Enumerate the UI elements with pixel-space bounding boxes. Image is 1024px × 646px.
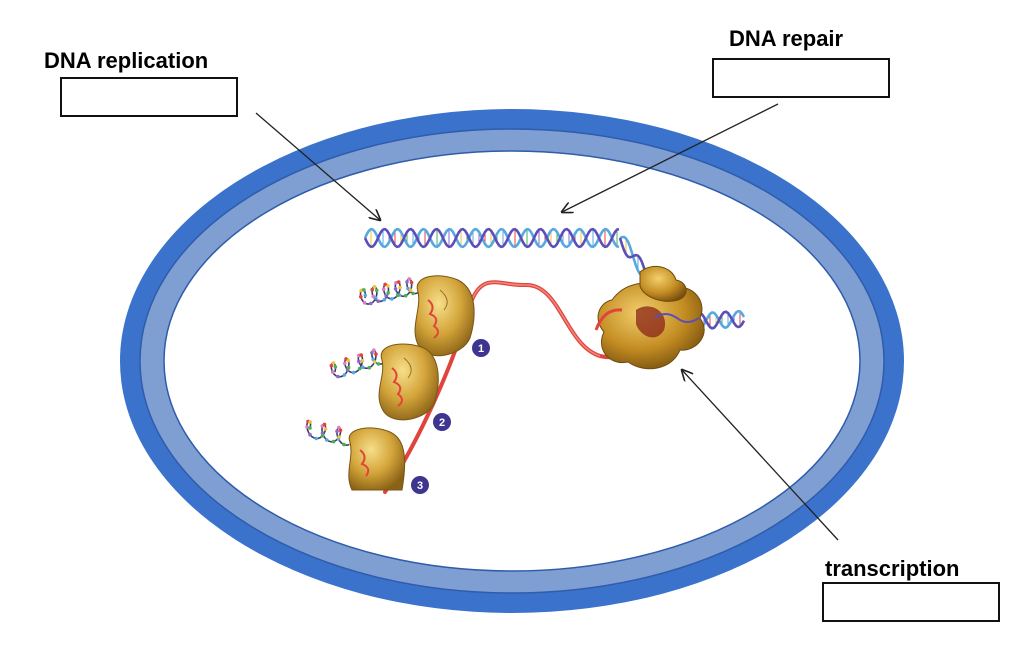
polypeptide-chain-1-residue [362, 301, 367, 305]
polypeptide-chain-3-residue [342, 442, 346, 447]
polypeptide-chain-1-residue [406, 286, 410, 291]
polypeptide-chain-3-residue [308, 420, 313, 424]
polypeptide-chain-3-residue [305, 425, 309, 429]
polypeptide-chain-3-residue [320, 431, 325, 435]
ribosome-number-2: 2 [439, 417, 445, 429]
dna-repair-label: DNA repair [729, 26, 844, 51]
polypeptide-chain-1-residue [372, 285, 377, 289]
polypeptide-chain-1-residue [384, 294, 388, 298]
ribosome-number-3: 3 [417, 480, 423, 492]
dna-repair-answer-box[interactable] [712, 58, 890, 98]
polypeptide-chain-1-residue [375, 288, 379, 293]
rna-polymerase [594, 265, 705, 370]
polypeptide-chain-3-residue [323, 427, 328, 431]
polypeptide-chain-2-residue [361, 365, 365, 370]
polypeptide-chain-2-residue [351, 370, 356, 375]
polypeptide-chain-1-residue [359, 288, 363, 293]
transcription-arrow [682, 370, 839, 541]
polypeptide-chain-3-residue [320, 433, 325, 438]
polypeptide-chain-2-residue [360, 359, 365, 363]
ribosome-2 [378, 343, 439, 421]
polypeptide-chain-2-residue [331, 361, 336, 365]
polypeptide-chain-2-residue [333, 365, 338, 369]
dna-replication-answer-box[interactable] [60, 77, 238, 117]
dna-repair-arrow [562, 103, 779, 212]
polypeptide-chain-3-residue [308, 426, 312, 430]
polypeptide-chain-3-residue [331, 439, 336, 444]
polypeptide-chain-1-residue [382, 297, 387, 302]
polypeptide-chain-2-residue [359, 353, 364, 357]
polypeptide-chain-3-residue [338, 428, 343, 433]
mrna-strand-highlight [469, 281, 601, 357]
polypeptide-chain-1-residue [381, 287, 386, 292]
polypeptide-chains [305, 277, 425, 447]
polypeptide-chain-1-residue [411, 291, 415, 296]
polypeptide-chain-1-residue [386, 284, 390, 288]
polypeptide-chain-1-residue [374, 296, 378, 300]
polypeptide-chain-1-residue [369, 301, 373, 306]
polypeptide-chain-1-residue [376, 299, 381, 304]
polypeptide-chain-3-residue [322, 422, 327, 427]
polypeptide-chain-3-residue [314, 436, 319, 441]
ribosome-number-1: 1 [478, 343, 484, 355]
polypeptide-chain-3-residue [337, 425, 341, 430]
polypeptide-chain-1-residue [362, 288, 366, 292]
polypeptide-chain-1-residue [398, 285, 402, 290]
polypeptide-chain-1-residue [370, 287, 375, 292]
polypeptide-chain-2-residue [346, 366, 351, 370]
polypeptide-chain-2-residue [330, 370, 335, 374]
ribosome-number-2-badge: 2 [433, 413, 451, 431]
polypeptide-chain-2-residue [370, 351, 374, 355]
polypeptide-chain-2-residue [336, 374, 340, 379]
polypeptide-chain-1-residue [395, 293, 400, 298]
polypeptide-chain-1-residue [359, 294, 363, 299]
polypeptide-chain-3-residue [337, 435, 341, 439]
polypeptide-chain-3-residue [308, 432, 312, 437]
dna-main-segment-backbone-1 [363, 227, 620, 249]
polypeptide-chain-1-residue [403, 293, 408, 298]
cytoplasm [163, 150, 861, 572]
transcription-label: transcription [825, 556, 960, 581]
ribosome-3 [348, 427, 406, 491]
dna-replication-label: DNA replication [44, 48, 209, 73]
polypeptide-chain-1-residue [390, 297, 394, 301]
polypeptide-chain-2-residue [357, 359, 361, 364]
polypeptide-chain-1-residue [363, 293, 368, 298]
polypeptide-chain-1-residue [393, 287, 398, 291]
ribosome-1 [414, 275, 475, 357]
dna-replication-arrow [255, 112, 380, 220]
ribosome-number-1-badge: 1 [472, 339, 490, 357]
polypeptide-chain-2-residue [346, 358, 351, 363]
polypeptide-chain-1-residue [383, 282, 387, 287]
polypeptide-chain-2-residue [374, 352, 378, 356]
ribosome-number-3-badge: 3 [411, 476, 429, 494]
polypeptide-chain-2-residue [357, 366, 362, 371]
polypeptide-chain-2-residue [343, 361, 347, 366]
polypeptide-chain-1-residue [394, 281, 398, 285]
polypeptide-chain-1-residue [405, 280, 409, 284]
polypeptide-chain-2-residue [376, 362, 381, 366]
polypeptide-chain-1-residue [409, 280, 414, 285]
transcription-answer-box[interactable] [822, 582, 1000, 622]
polypeptide-chain-2-residue [372, 360, 377, 364]
polypeptide-chain-1-residue [408, 288, 413, 293]
polypeptide-chain-2-residue [372, 348, 376, 353]
polypeptide-chain-3-residue [335, 429, 339, 434]
dna-double-helix [363, 227, 746, 331]
polypeptide-chain-3-residue [325, 438, 329, 442]
polypeptide-chain-2-residue [329, 363, 334, 368]
polypeptide-chain-1-residue [371, 294, 376, 299]
polypeptide-chain-2-residue [342, 373, 347, 377]
polypeptide-chain-1-residue [386, 291, 391, 295]
polypeptide-chain-1-residue [407, 277, 412, 281]
polypeptide-chain-2-residue [367, 365, 372, 370]
dna-main-segment-backbone-2 [363, 227, 620, 249]
polypeptide-chain-1-residue [396, 280, 401, 284]
